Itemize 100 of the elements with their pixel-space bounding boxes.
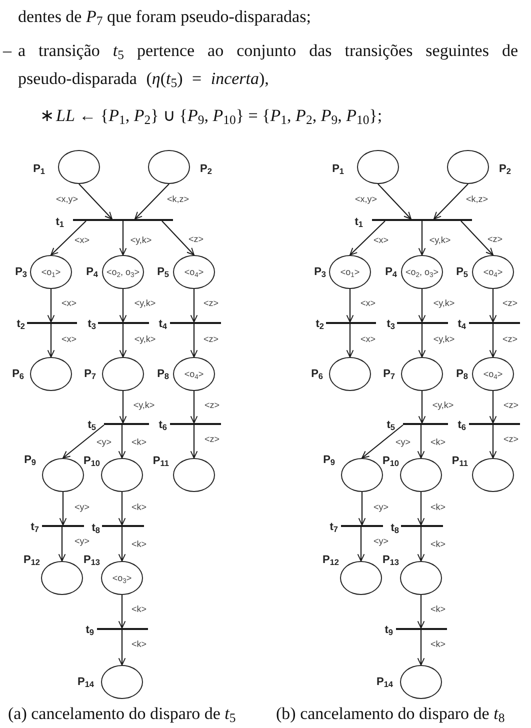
arc-label: <y> [74,536,90,546]
token-label: <o$_{1}$> [41,267,61,277]
arc-label: <x,y> [55,194,79,204]
arc-label: <y,k> [132,400,156,410]
arc-label: <x,y> [354,194,378,204]
arc-label: <z> [204,434,220,444]
arc-label: <y,k> [133,298,157,308]
place-label: P$_{12}$ [23,554,40,567]
arc-arrow [417,492,425,526]
place-label: P$_{8}$ [157,368,169,381]
arc-arrow [346,289,354,322]
place-label: P$_{9}$ [323,454,335,467]
arc-label: <z> [502,298,518,308]
place-label: P$_{1}$ [332,163,344,176]
arc-arrow [489,425,497,458]
paragraph: a transição t$_{5}$ pertence ao conjunto das transições seguintes de pseudo-disparada (η(t$_{5}$) = incerta), [18,40,518,92]
transition-label: t$_{7}$ [30,521,39,534]
transition-label: t$_{6}$ [158,419,167,432]
transition-label: t$_{1}$ [354,216,363,229]
arc-label: <z> [502,334,518,344]
arc-label: <z> [188,234,204,244]
arc-label: <z> [202,298,220,308]
place-label: P$_{3}$ [15,266,27,279]
arc-label: <x> [74,235,90,245]
arc-arrow [47,289,55,322]
transition-label: t$_{6}$ [458,419,466,432]
place-ellipse [102,255,144,289]
place-label: P$_{7}$ [84,368,96,381]
list-dash: – [3,40,12,62]
transition-label: t$_{8}$ [92,522,100,535]
place-ellipse [42,458,84,492]
place-label: P$_{8}$ [456,368,468,381]
transition-label: t$_{4}$ [158,318,167,331]
arc-arrow [417,527,425,562]
arc-label: <z> [202,334,220,344]
arc-label: <y,k> [129,235,153,245]
arc-arrow [119,289,127,322]
arc-label: <z> [486,234,504,244]
place-label: P$_{4}$ [385,266,397,279]
place-label: P$_{13}$ [382,554,399,567]
arc-arrow [119,391,127,424]
place-ellipse [447,150,489,184]
arc-label: <y> [372,502,390,512]
arc-arrow [62,424,104,458]
transition-label: t$_{1}$ [56,216,64,229]
list-bullet: ∗ [40,105,54,127]
arc-label: <z> [502,400,520,410]
place-ellipse [30,255,72,289]
place-ellipse [102,357,144,391]
token-label: <o$_{3}$> [112,573,132,583]
arc-label: <k> [430,502,446,512]
transition-label: t$_{4}$ [458,318,466,331]
transition-label: t$_{2}$ [316,318,324,331]
arc-label: <k> [130,502,148,512]
arc-arrow [362,424,404,458]
place-label: P$_{9}$ [24,454,36,467]
place-ellipse [173,357,215,391]
arc-label: <z> [204,400,220,410]
arc-arrow [417,630,425,666]
arc-arrow [190,391,198,424]
arc-arrow [119,324,127,358]
arc-label: <k,z> [166,194,190,204]
place-label: P$_{7}$ [383,368,395,381]
arc-arrow [162,220,194,256]
arc-arrow [47,324,55,358]
token-label: <o$_{1}$> [340,267,360,277]
arc-arrow [59,492,67,526]
arc-arrow [358,492,366,526]
arc-arrow [378,184,412,220]
place-ellipse [173,255,215,289]
text-line: dentes de P$_{7}$ que foram pseudo-disparadas; [18,6,311,30]
arc-label: <x> [360,334,376,344]
arc-arrow [118,630,126,666]
transition-label: t$_{9}$ [384,624,393,637]
token-label: <o$_{4}$> [483,267,503,277]
arc-label: <y,k> [432,334,456,344]
place-ellipse [340,561,382,595]
arc-arrow [134,184,170,220]
place-label: P$_{14}$ [376,676,393,689]
arc-arrow [357,527,365,562]
arc-label: <k> [430,604,446,614]
arc-label: <k> [130,539,148,549]
arc-label: <k> [130,639,148,649]
arc-arrow [350,220,386,256]
place-ellipse [101,458,143,492]
arc-label: <k> [130,437,148,447]
token-label: <o$_{4}$> [184,267,204,277]
place-ellipse [400,458,442,492]
arc-arrow [118,595,126,628]
arc-arrow [78,184,112,220]
arc-arrow [489,324,497,358]
arc-label: <z> [502,434,520,444]
arc-label: <y> [74,502,90,512]
token-label: <o$_{2}$, o$_{3}$> [405,267,439,277]
arc-arrow [489,391,497,424]
place-label: P$_{10}$ [382,455,399,468]
place-ellipse [30,357,72,391]
arc-arrow [118,527,126,562]
arc-label: <x> [60,298,78,308]
place-ellipse [329,357,371,391]
